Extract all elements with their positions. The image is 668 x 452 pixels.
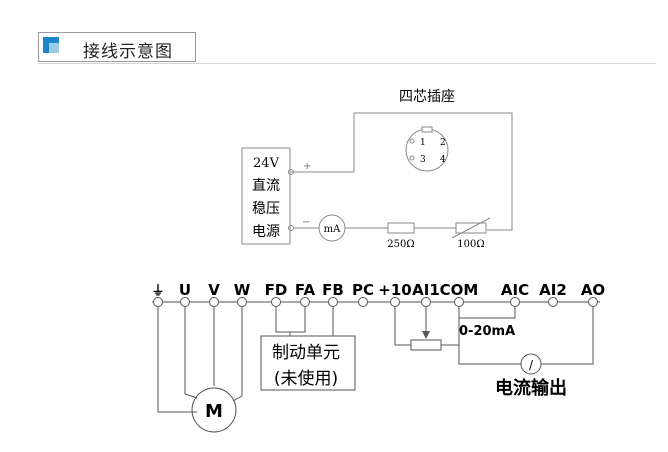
ground-wire [157, 307, 197, 413]
terminal-dot-13 [588, 297, 598, 307]
terminal-dot-8 [390, 297, 400, 307]
current-output-label: 电流输出 [495, 377, 567, 399]
ma-meter-label: mA [324, 224, 341, 235]
supply-minus-terminal [288, 225, 294, 231]
socket-return-wire [354, 112, 513, 231]
socket-title: 四芯插座 [399, 89, 455, 105]
fd-fa-link [275, 307, 306, 333]
terminal-label-9: AI1 [412, 281, 440, 299]
motor-label: M [205, 401, 223, 422]
terminal-dot-12 [548, 297, 558, 307]
header-accent-inner-icon [49, 43, 59, 53]
header-title: 接线示意图 [83, 42, 173, 62]
section-header: 接线示意图 [38, 32, 196, 62]
power-line-3: 稳压 [252, 201, 280, 217]
power-line-2: 直流 [252, 177, 280, 194]
terminal-dot-5 [300, 297, 310, 307]
terminal-label-0: ⏚ [151, 284, 164, 299]
brake-unit-line-2: (未使用) [274, 368, 338, 389]
terminal-dot-3 [237, 297, 247, 307]
output-meter-label: / [529, 358, 534, 372]
supply-minus-sign: − [302, 217, 310, 228]
terminal-label-3: W [234, 281, 251, 299]
range-label: 0-20mA [459, 324, 515, 339]
brake-unit-line-1: 制动单元 [272, 343, 340, 363]
terminal-dot-9 [421, 297, 431, 307]
aic-link-wire [459, 307, 516, 319]
supply-plus-terminal [288, 169, 294, 175]
terminal-label-11: AIC [501, 281, 529, 299]
terminal-label-4: FD [265, 281, 288, 299]
terminal-dot-0 [153, 297, 163, 307]
pin-1-label: 1 [420, 138, 426, 148]
terminal-dots [153, 297, 598, 307]
power-line-4: 电源 [252, 224, 280, 240]
terminal-dot-6 [328, 297, 338, 307]
terminal-label-2: V [208, 281, 220, 299]
terminal-label-5: FA [295, 281, 316, 299]
header-divider [38, 63, 656, 64]
pin-3-dot [409, 155, 415, 161]
resistor-100-label: 100Ω [457, 239, 484, 250]
pin-3-label: 3 [420, 155, 426, 165]
resistor-100-adjust-arrow [451, 217, 491, 239]
terminal-label-6: FB [322, 281, 344, 299]
terminal-dot-1 [180, 297, 190, 307]
resistor-250-label: 250Ω [387, 239, 414, 250]
output-loop-ao-wire [541, 307, 594, 365]
resistor-100 [455, 222, 487, 234]
terminal-label-12: AI2 [539, 281, 567, 299]
terminal-label-7: PC [352, 281, 374, 299]
terminal-dot-4 [271, 297, 281, 307]
socket-positive-wire [291, 113, 355, 173]
power-supply-box [241, 147, 291, 245]
terminal-dot-10 [454, 297, 464, 307]
terminal-label-13: AO [581, 281, 605, 299]
resistor-250 [387, 222, 415, 234]
potentiometer [410, 339, 442, 351]
terminal-dot-2 [209, 297, 219, 307]
motor [191, 387, 237, 433]
pin-1-dot [409, 138, 415, 144]
terminal-dot-7 [358, 297, 368, 307]
terminal-label-1: U [179, 281, 191, 299]
u-wire [184, 307, 198, 399]
terminal-label-8: +10 [378, 281, 411, 299]
pin-4-label: 4 [440, 155, 446, 165]
supply-plus-sign: + [303, 161, 311, 172]
pot-plus10-wire [394, 307, 411, 346]
terminal-dot-11 [510, 297, 520, 307]
brake-unit-box [260, 335, 356, 391]
power-line-1: 24V [253, 156, 280, 171]
terminal-label-10: COM [440, 281, 479, 299]
w-wire [232, 307, 243, 402]
pin-2-label: 2 [440, 138, 446, 148]
four-pin-socket: 1 2 3 4 [405, 126, 449, 172]
pot-com-wire [441, 307, 460, 346]
output-loop-return-wire [458, 345, 521, 365]
pot-wiper-arrow-icon [422, 331, 430, 339]
